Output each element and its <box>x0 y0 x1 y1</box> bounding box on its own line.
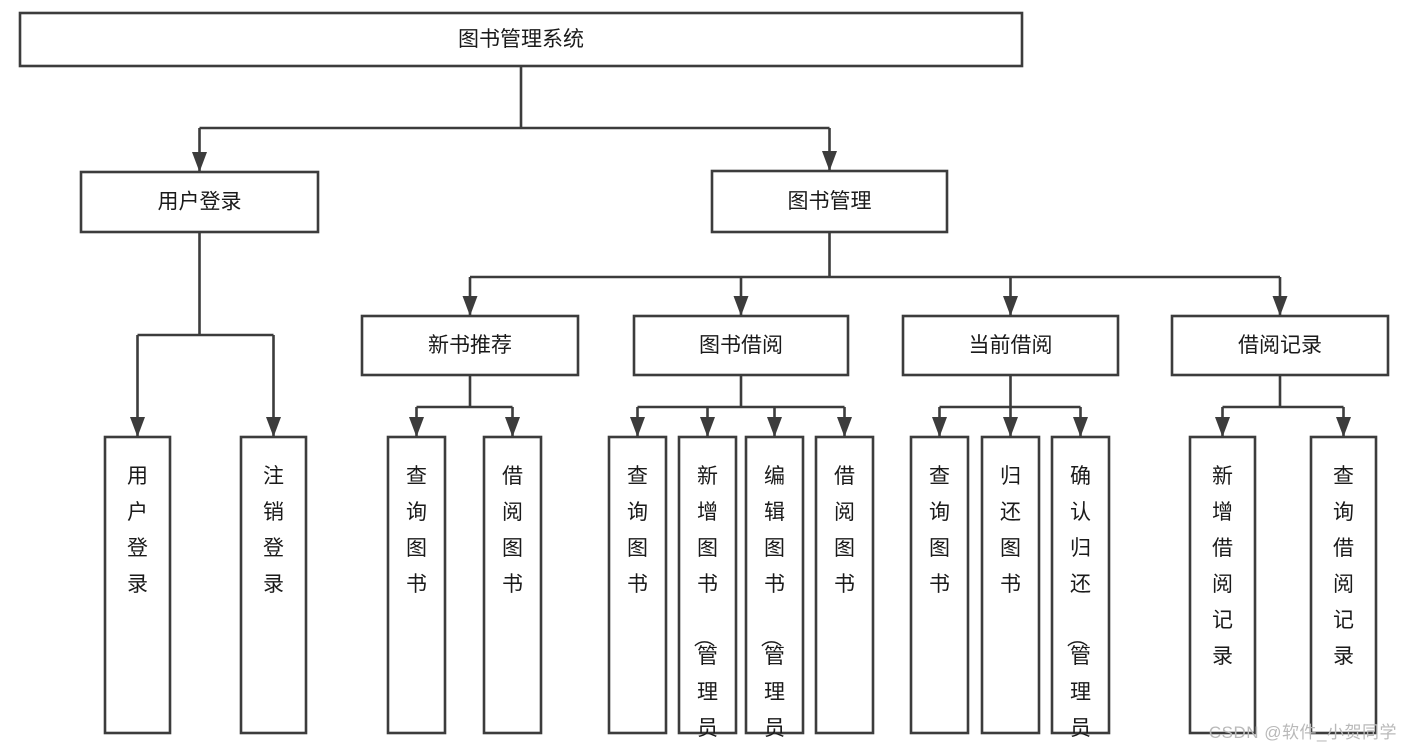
node-label-leaf-nbr-borrow: 借阅图书 <box>502 465 523 596</box>
arrow-to-user-login <box>192 152 207 172</box>
node-label-leaf-bb-add: 新增图书（管理员） <box>692 465 718 747</box>
arrow-to-leaf-br-query <box>1336 417 1351 437</box>
arrow-to-leaf-user-login <box>130 417 145 437</box>
node-box-leaf-user-logout[interactable] <box>239 435 308 735</box>
node-box-book-borrow[interactable] <box>632 314 850 377</box>
arrow-to-leaf-cb-confirm <box>1073 417 1088 437</box>
arrow-to-leaf-nbr-borrow <box>505 417 520 437</box>
node-leaf-nbr-borrow[interactable]: 借阅图书 <box>482 435 543 735</box>
edges-layer <box>130 66 1351 437</box>
edge-group-user-login <box>130 232 281 437</box>
node-box-leaf-br-query[interactable] <box>1309 435 1378 735</box>
node-leaf-cb-return[interactable]: 归还图书 <box>980 435 1041 735</box>
node-box-leaf-cb-return[interactable] <box>980 435 1041 735</box>
node-label-book-management: 图书管理 <box>788 190 872 213</box>
node-leaf-bb-add[interactable]: 新增图书（管理员） <box>677 435 738 747</box>
node-leaf-user-logout[interactable]: 注销登录 <box>239 435 308 735</box>
node-user-login[interactable]: 用户登录 <box>79 170 320 234</box>
edge-group-new-book-recommend <box>409 375 520 437</box>
edge-group-current-borrow <box>932 375 1088 437</box>
arrow-to-borrow-record <box>1272 296 1288 316</box>
arrow-to-leaf-bb-add <box>700 417 715 437</box>
node-box-leaf-bb-add[interactable] <box>677 435 738 735</box>
arrow-to-leaf-cb-query <box>932 417 947 437</box>
arrow-to-leaf-nbr-query <box>409 417 424 437</box>
node-label-leaf-bb-edit: 编辑图书（管理员） <box>759 465 785 747</box>
boxes-layer: 图书管理系统用户登录图书管理新书推荐图书借阅当前借阅借阅记录用户登录注销登录查询… <box>18 11 1390 747</box>
node-label-current-borrow: 当前借阅 <box>969 334 1053 357</box>
node-borrow-record[interactable]: 借阅记录 <box>1170 314 1390 377</box>
node-label-leaf-user-logout: 注销登录 <box>263 465 284 596</box>
edge-group-root <box>192 66 837 172</box>
node-leaf-nbr-query[interactable]: 查询图书 <box>386 435 447 735</box>
node-box-leaf-bb-edit[interactable] <box>744 435 805 735</box>
node-box-leaf-bb-query[interactable] <box>607 435 668 735</box>
node-label-book-borrow: 图书借阅 <box>699 334 783 357</box>
node-label-leaf-cb-query: 查询图书 <box>929 465 950 596</box>
node-leaf-br-query[interactable]: 查询借阅记录 <box>1309 435 1378 735</box>
node-box-leaf-nbr-borrow[interactable] <box>482 435 543 735</box>
node-book-borrow[interactable]: 图书借阅 <box>632 314 850 377</box>
node-box-root[interactable] <box>18 11 1024 68</box>
node-label-leaf-nbr-query: 查询图书 <box>406 465 427 596</box>
node-label-new-book-recommend: 新书推荐 <box>428 334 512 357</box>
arrow-to-leaf-cb-return <box>1003 417 1018 437</box>
node-box-leaf-br-add[interactable] <box>1188 435 1257 735</box>
arrow-to-book-borrow <box>733 296 749 316</box>
node-label-leaf-cb-confirm: 确认归还（管理员） <box>1065 465 1091 747</box>
node-box-leaf-cb-confirm[interactable] <box>1050 435 1111 735</box>
node-label-leaf-user-login: 用户登录 <box>127 465 148 596</box>
node-label-user-login: 用户登录 <box>158 191 242 214</box>
node-label-leaf-bb-query: 查询图书 <box>627 465 648 596</box>
node-leaf-cb-confirm[interactable]: 确认归还（管理员） <box>1050 435 1111 747</box>
node-leaf-cb-query[interactable]: 查询图书 <box>909 435 970 735</box>
node-label-leaf-bb-borrow: 借阅图书 <box>834 465 855 596</box>
node-box-leaf-user-login[interactable] <box>103 435 172 735</box>
node-leaf-bb-query[interactable]: 查询图书 <box>607 435 668 735</box>
arrow-to-leaf-br-add <box>1215 417 1230 437</box>
node-label-leaf-br-query: 查询借阅记录 <box>1333 465 1354 668</box>
node-current-borrow[interactable]: 当前借阅 <box>901 314 1120 377</box>
node-label-borrow-record: 借阅记录 <box>1238 334 1322 357</box>
arrow-to-leaf-user-logout <box>266 417 281 437</box>
node-leaf-bb-edit[interactable]: 编辑图书（管理员） <box>744 435 805 747</box>
node-label-leaf-cb-return: 归还图书 <box>1000 465 1021 596</box>
node-box-leaf-cb-query[interactable] <box>909 435 970 735</box>
node-box-leaf-nbr-query[interactable] <box>386 435 447 735</box>
node-book-management[interactable]: 图书管理 <box>710 169 949 234</box>
arrow-to-leaf-bb-query <box>630 417 645 437</box>
node-leaf-bb-borrow[interactable]: 借阅图书 <box>814 435 875 735</box>
node-box-borrow-record[interactable] <box>1170 314 1390 377</box>
arrow-to-current-borrow <box>1003 296 1018 316</box>
arrow-to-book-management <box>822 151 837 171</box>
edge-group-book-borrow <box>630 375 852 437</box>
arrow-to-leaf-bb-edit <box>767 417 782 437</box>
node-box-user-login[interactable] <box>79 170 320 234</box>
node-label-leaf-br-add: 新增借阅记录 <box>1212 465 1233 668</box>
node-box-current-borrow[interactable] <box>901 314 1120 377</box>
node-box-book-management[interactable] <box>710 169 949 234</box>
node-new-book-recommend[interactable]: 新书推荐 <box>360 314 580 377</box>
edge-group-borrow-record <box>1215 375 1351 437</box>
edge-group-book-management <box>462 232 1288 316</box>
node-root[interactable]: 图书管理系统 <box>18 11 1024 68</box>
node-box-leaf-bb-borrow[interactable] <box>814 435 875 735</box>
node-leaf-user-login[interactable]: 用户登录 <box>103 435 172 735</box>
arrow-to-new-book-recommend <box>462 296 478 316</box>
node-label-root: 图书管理系统 <box>458 28 584 51</box>
node-box-new-book-recommend[interactable] <box>360 314 580 377</box>
arrow-to-leaf-bb-borrow <box>837 417 852 437</box>
node-leaf-br-add[interactable]: 新增借阅记录 <box>1188 435 1257 735</box>
